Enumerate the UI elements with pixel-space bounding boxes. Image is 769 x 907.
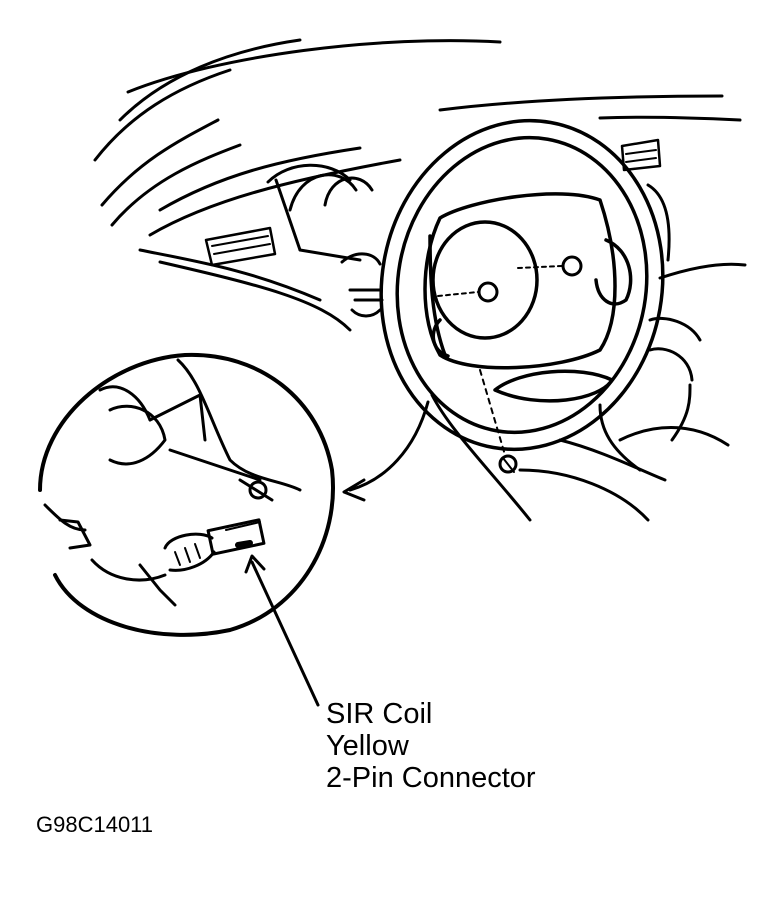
callout-leader xyxy=(244,554,320,707)
detail-circle xyxy=(38,352,335,637)
steering-wheel xyxy=(379,118,665,474)
callout-line-2: Yellow xyxy=(326,730,409,762)
callout-line-3: 2-Pin Connector xyxy=(326,762,536,794)
detail-arrow xyxy=(342,400,430,502)
figure-id: G98C14011 xyxy=(36,812,154,837)
callout-line-1: SIR Coil xyxy=(326,698,433,730)
windshield-lines xyxy=(93,38,502,227)
dashboard xyxy=(138,94,747,522)
callout-label: SIR Coil Yellow 2-Pin Connector xyxy=(326,698,536,794)
